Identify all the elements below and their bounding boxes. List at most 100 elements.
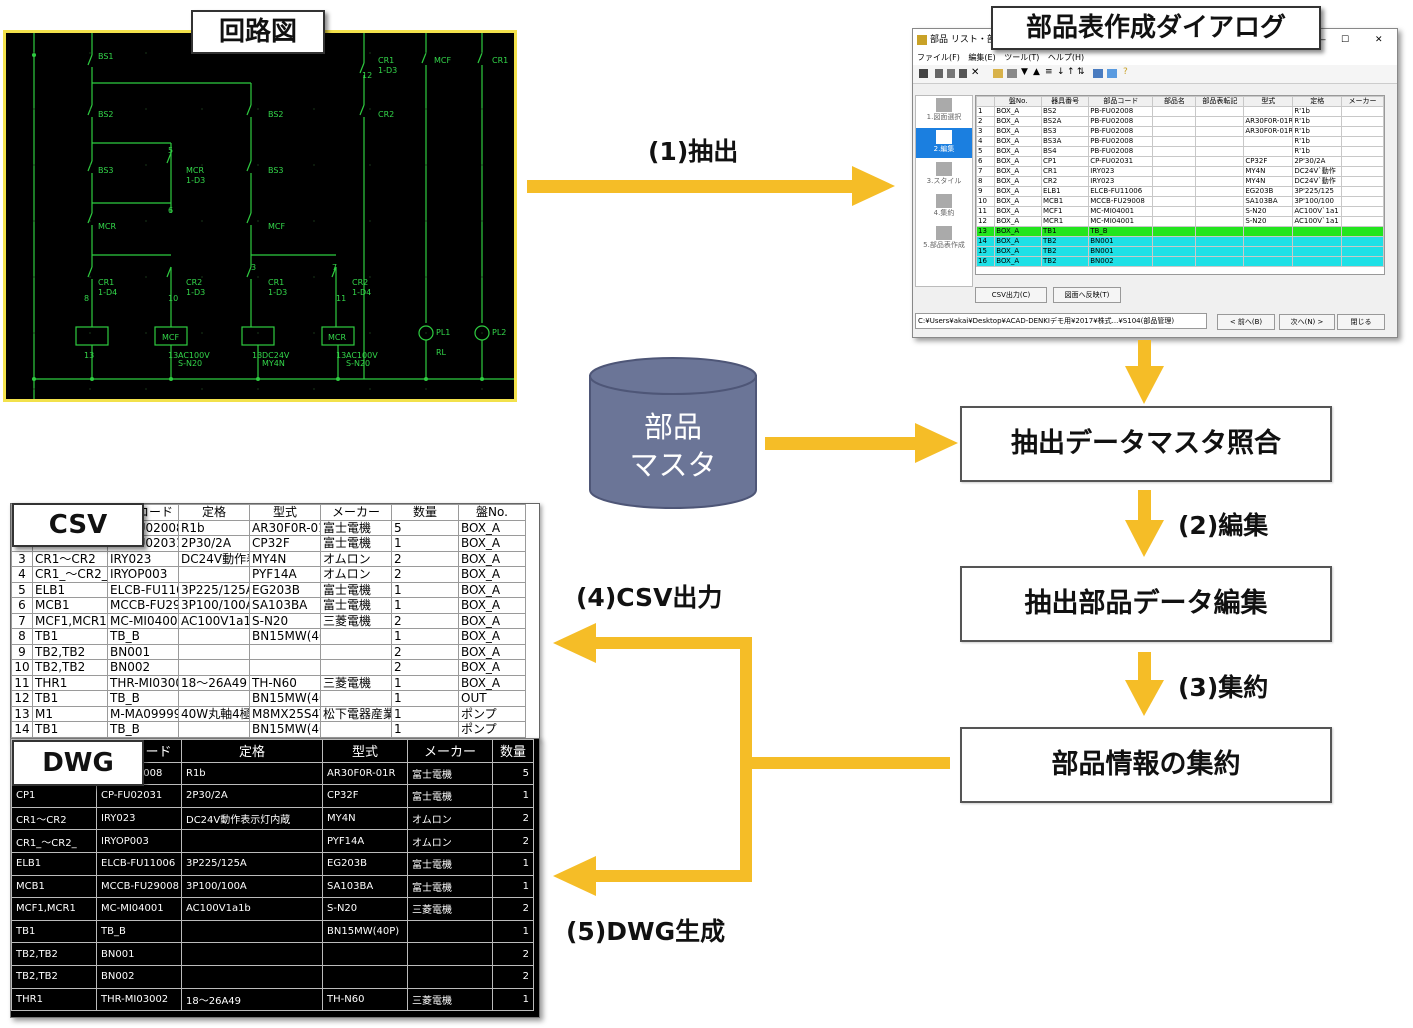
grid-cell[interactable]: TB2 <box>1040 256 1090 267</box>
csv-cell: 18～26A49 <box>178 674 250 691</box>
app-icon <box>917 34 927 45</box>
dwg-header-cell: 数量 <box>492 739 534 763</box>
menu-edit[interactable]: 編集(E) <box>968 53 996 62</box>
junction-dot <box>480 377 484 381</box>
maximize-button[interactable]: ☐ <box>1341 35 1350 45</box>
csv-cell: 9 <box>11 643 33 660</box>
help-icon[interactable]: ? <box>1123 67 1128 77</box>
next-button[interactable]: 次へ(N) > <box>1279 314 1335 330</box>
copy-icon[interactable] <box>947 69 955 78</box>
contact <box>87 212 93 224</box>
csv-cell: CR1～CR2 <box>32 550 108 567</box>
csv-cell: CP32F <box>249 535 321 552</box>
csv-cell: 13 <box>11 705 33 722</box>
csv-cell <box>320 659 392 676</box>
csv-cell: R1b <box>178 519 250 536</box>
delete-icon[interactable]: ✕ <box>971 67 980 78</box>
nav-item-edit[interactable]: 2.編集 <box>916 128 972 158</box>
arrow-csv-head <box>553 623 596 663</box>
csv-cell: BOX_A <box>458 535 526 552</box>
sort-icon[interactable]: ⇅ <box>1077 67 1085 77</box>
move-down-icon[interactable]: ▼ <box>1021 67 1028 77</box>
minimize-button[interactable]: — <box>1317 35 1326 45</box>
csv-cell: OUT <box>458 690 526 707</box>
nav-label: 2.編集 <box>933 145 955 153</box>
grid-dot <box>145 220 147 222</box>
sort-asc-icon[interactable]: ↓ <box>1057 67 1065 77</box>
csv-cell <box>178 566 250 583</box>
close-window-button[interactable]: ✕ <box>1375 35 1383 45</box>
search-icon[interactable] <box>1093 69 1103 78</box>
csv-output-button[interactable]: CSV出力(C) <box>975 287 1047 303</box>
format-icon[interactable] <box>1007 69 1017 78</box>
grid-dot <box>89 220 91 222</box>
save-icon[interactable] <box>919 69 928 78</box>
menu-help[interactable]: ヘルプ(H) <box>1047 53 1085 62</box>
grid-cell[interactable]: BN002 <box>1088 256 1154 267</box>
dwg-cell: 5 <box>492 761 534 786</box>
nav-item-select-drawing[interactable]: 1.図面選択 <box>916 96 972 126</box>
filter-icon[interactable]: ≡ <box>1045 67 1053 77</box>
nav-item-style[interactable]: 3.スタイル <box>916 160 972 190</box>
grid-dot <box>313 108 315 110</box>
replace-icon[interactable] <box>1107 69 1117 78</box>
label-edit: (2)編集 <box>1178 511 1269 540</box>
dialog-menubar: ファイル(F) 編集(E) ツール(T) ヘルプ(H) <box>913 51 1397 65</box>
sort-desc-icon[interactable]: ↑ <box>1067 67 1075 77</box>
cut-icon[interactable] <box>935 69 943 78</box>
insert-row-icon[interactable] <box>993 69 1003 78</box>
dwg-cell: TB2,TB2 <box>11 942 97 966</box>
menu-file[interactable]: ファイル(F) <box>917 53 960 62</box>
csv-cell: BOX_A <box>458 674 526 691</box>
csv-cell: 5 <box>391 519 459 536</box>
nav-label: 3.スタイル <box>926 177 962 185</box>
junction-dot <box>90 377 94 381</box>
dwg-cell: SA103BA <box>322 874 408 899</box>
grid-cell[interactable] <box>1341 256 1384 267</box>
dwg-cell: 3P100/100A <box>181 874 323 899</box>
csv-cell: THR1 <box>32 674 108 691</box>
paste-icon[interactable] <box>959 69 967 78</box>
grid-dot <box>201 108 203 110</box>
dwg-cell: IRY023 <box>96 806 182 831</box>
close-button[interactable]: 閉じる <box>1337 314 1385 330</box>
csv-cell: 11 <box>11 674 33 691</box>
nav-item-aggregate[interactable]: 4.集約 <box>916 192 972 222</box>
nav-item-create-list[interactable]: 5.部品表作成 <box>916 224 972 254</box>
prev-button[interactable]: < 前へ(B) <box>1217 314 1275 330</box>
dialog-toolbar: ✕ ▼ ▲ ≡ ↓ ↑ ⇅ ? <box>913 65 1397 84</box>
dwg-cell: ELB1 <box>11 851 97 876</box>
dialog-label: 部品表作成ダイアログ <box>991 6 1321 50</box>
csv-cell: S-N20 <box>249 612 321 629</box>
cylinder-top <box>589 357 757 395</box>
grid-dot <box>89 108 91 110</box>
grid-dot <box>33 220 35 222</box>
grid-cell[interactable] <box>1243 256 1294 267</box>
dwg-cell: BN15MW(40P) <box>322 919 408 944</box>
csv-cell <box>249 659 321 676</box>
dwg-cell: CP32F <box>322 784 408 808</box>
reflect-to-drawing-button[interactable]: 図面へ反映(T) <box>1053 287 1121 303</box>
dwg-cell: BN001 <box>96 942 182 966</box>
menu-tools[interactable]: ツール(T) <box>1004 53 1040 62</box>
move-up-icon[interactable]: ▲ <box>1033 67 1040 77</box>
circuit-label: 1-D4 <box>98 288 117 297</box>
grid-cell[interactable] <box>1152 256 1197 267</box>
grid-dot <box>369 388 371 390</box>
grid-cell[interactable]: 16 <box>976 256 996 267</box>
csv-cell: 8 <box>11 628 33 645</box>
circuit-label: BS3 <box>268 166 284 175</box>
csv-cell: 松下電器産業 <box>320 705 392 722</box>
